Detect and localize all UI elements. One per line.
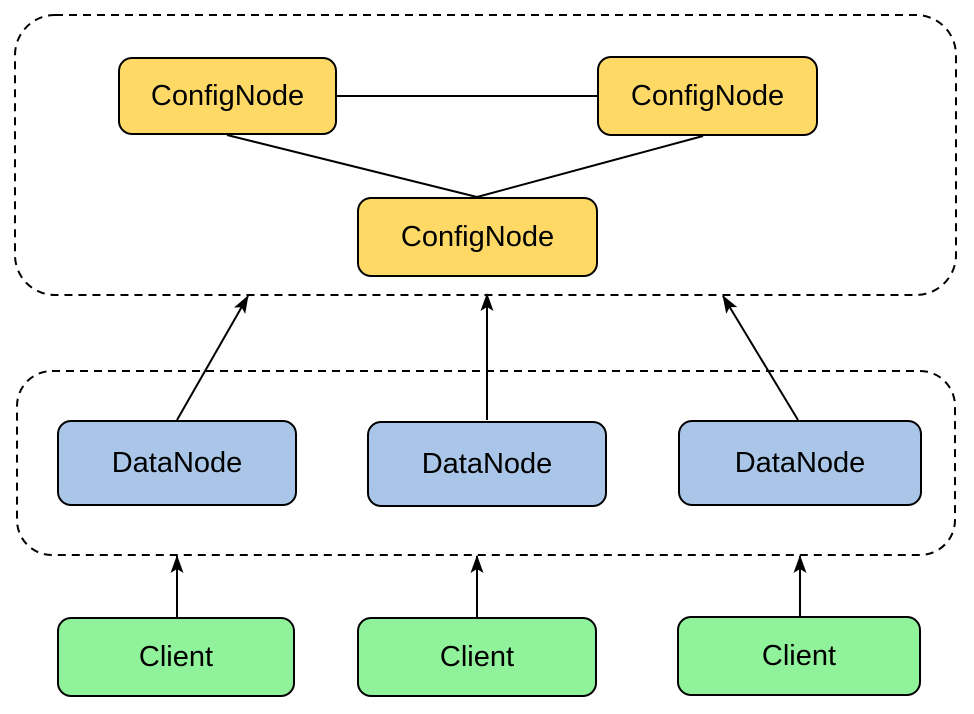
datanode-middle-box: DataNode <box>367 421 607 507</box>
client-middle-box: Client <box>357 617 597 697</box>
confignode-top-left-label: ConfigNode <box>150 79 305 112</box>
arrow-datanode-left-to-confignode-cluster <box>176 295 249 421</box>
datanode-right-label: DataNode <box>734 446 866 479</box>
confignode-top-left-box: ConfigNode <box>118 57 337 135</box>
confignode-bottom-label: ConfigNode <box>400 220 555 253</box>
client-right-box: Client <box>677 616 921 696</box>
client-left-label: Client <box>138 640 214 673</box>
confignode-top-right-label: ConfigNode <box>630 79 785 112</box>
confignode-bottom-box: ConfigNode <box>357 197 598 277</box>
datanode-left-box: DataNode <box>57 420 297 506</box>
arrow-datanode-right-to-confignode-cluster <box>722 295 799 421</box>
datanode-right-box: DataNode <box>678 420 922 506</box>
client-left-box: Client <box>57 617 295 697</box>
datanode-left-label: DataNode <box>111 446 243 479</box>
edge-config-left-to-config-bottom <box>226 134 478 198</box>
client-right-label: Client <box>761 639 837 672</box>
client-middle-label: Client <box>439 640 515 673</box>
edge-config-right-to-config-bottom <box>476 135 704 198</box>
confignode-top-right-box: ConfigNode <box>597 56 818 136</box>
datanode-middle-label: DataNode <box>421 447 553 480</box>
